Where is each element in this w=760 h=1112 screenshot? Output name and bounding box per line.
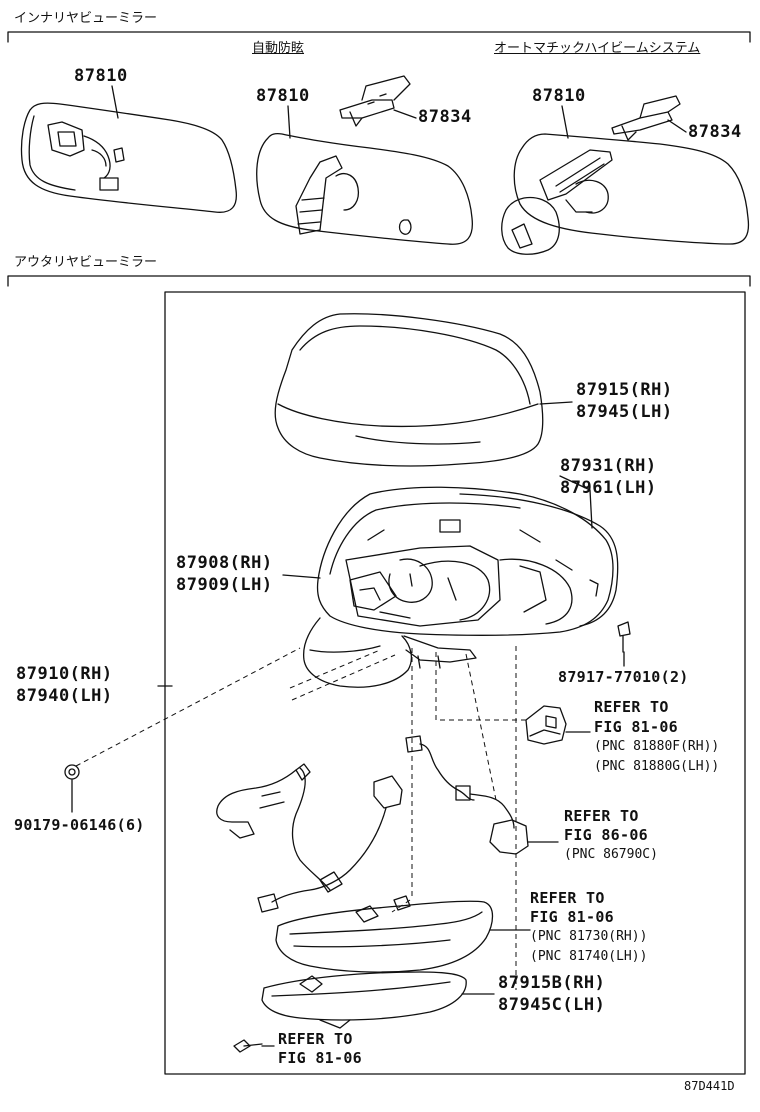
part-number-cover-lh[interactable]: 87945(LH)	[576, 402, 673, 422]
part-number-inner-mirror-2[interactable]: 87810	[256, 86, 310, 106]
part-number-cover-2[interactable]: 87834	[418, 107, 472, 127]
outer-section-title: アウタリヤビューミラー	[14, 255, 158, 270]
part-number-screw[interactable]: 87917-77010(2)	[558, 668, 689, 686]
bottom-screw-drawing	[233, 1039, 263, 1053]
part-number-inner-mirror-3[interactable]: 87810	[532, 86, 586, 106]
refer-2-pnc: (PNC 86790C)	[564, 847, 658, 862]
refer-3-pnc-lh: (PNC 81740(LH))	[530, 949, 648, 964]
side-lamp-drawing	[525, 705, 567, 745]
outer-cover-drawing	[274, 313, 544, 467]
refer-1-pnc-rh: (PNC 81880F(RH))	[594, 739, 720, 754]
part-number-trim-lh[interactable]: 87945C(LH)	[498, 995, 606, 1015]
part-number-sub-rh[interactable]: 87908(RH)	[176, 553, 273, 573]
lower-trim-drawing	[261, 971, 467, 1029]
refer-1-pnc-lh: (PNC 81880G(LH))	[594, 759, 720, 774]
refer-1-figure-link[interactable]: FIG 81-06	[594, 718, 678, 736]
outer-mirror-frame	[164, 291, 746, 1075]
side-screw-drawing	[617, 621, 631, 653]
turn-signal-drawing	[275, 895, 494, 973]
wiring-harness-drawing	[216, 735, 529, 913]
inner-mirror-basic-drawing	[20, 102, 238, 213]
outer-section-bracket	[7, 275, 751, 287]
auto-dimming-label: 自動防眩	[252, 41, 305, 56]
part-number-assy-lh[interactable]: 87940(LH)	[16, 686, 113, 706]
part-number-cover-rh[interactable]: 87915(RH)	[576, 380, 673, 400]
refer-3-figure-link[interactable]: FIG 81-06	[530, 908, 614, 926]
outer-glass-drawing	[316, 486, 619, 636]
refer-3-title: REFER TO	[530, 889, 605, 907]
inner-mirror-highbeam-drawing	[501, 95, 750, 255]
part-number-nut[interactable]: 90179-06146(6)	[14, 816, 145, 834]
refer-4-title: REFER TO	[278, 1030, 353, 1048]
part-number-cover-3[interactable]: 87834	[688, 122, 742, 142]
refer-3-pnc-rh: (PNC 81730(RH))	[530, 929, 648, 944]
refer-4-figure-link[interactable]: FIG 81-06	[278, 1049, 362, 1067]
refer-1-title: REFER TO	[594, 698, 669, 716]
mirror-base-drawing	[302, 617, 477, 688]
inner-mirror-dimming-drawing	[256, 75, 474, 245]
part-number-sub-lh[interactable]: 87909(LH)	[176, 575, 273, 595]
refer-2-title: REFER TO	[564, 807, 639, 825]
part-number-inner-mirror-1[interactable]: 87810	[74, 66, 128, 86]
nut-drawing	[64, 764, 80, 780]
inner-section-title: インナリヤビューミラー	[14, 11, 158, 26]
part-number-assy-rh[interactable]: 87910(RH)	[16, 664, 113, 684]
refer-2-figure-link[interactable]: FIG 86-06	[564, 826, 648, 844]
figure-code: 87D441D	[684, 1079, 735, 1093]
part-number-glass-lh[interactable]: 87961(LH)	[560, 478, 657, 498]
auto-high-beam-label: オートマチックハイビームシステム	[494, 41, 701, 56]
part-number-trim-rh[interactable]: 87915B(RH)	[498, 973, 606, 993]
part-number-glass-rh[interactable]: 87931(RH)	[560, 456, 657, 476]
inner-section-bracket	[7, 31, 751, 43]
